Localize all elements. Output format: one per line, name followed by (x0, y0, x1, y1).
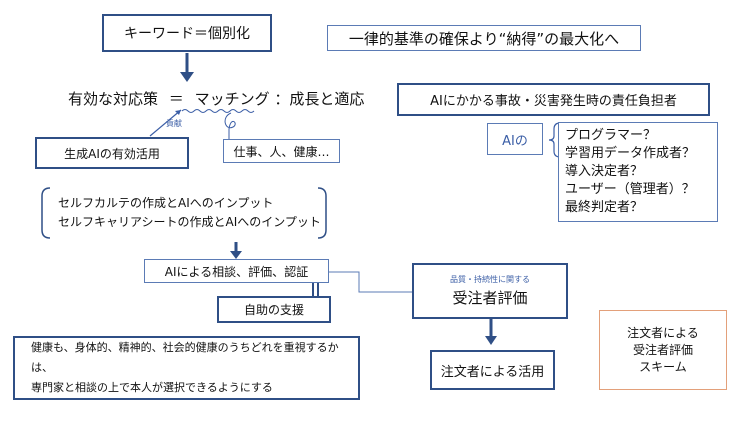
health-note-box: 健康も、身体的、精神的、社会的健康のうちどれを重視するかは、 専門家と相談の上で… (13, 336, 360, 400)
ai-use-text: 生成AIの有効活用 (64, 146, 160, 161)
countermeasure-term: マッチング (194, 90, 270, 108)
candidates-list: プログラマー？ 学習用データ作成者？ 導入決定者？ ユーザー（管理者）？ 最終判… (565, 127, 695, 217)
ai-brace (548, 122, 561, 158)
keyword-text: キーワード＝個別化 (124, 26, 250, 42)
candidate-item: 学習用データ作成者？ (565, 146, 696, 161)
countermeasure-equals: ＝ (168, 90, 184, 108)
health-note-line2-emph: 本人が選択 (130, 381, 185, 394)
health-note-line2-pre: 専門家と相談の上で (31, 381, 130, 394)
contribution-arrow (149, 109, 182, 137)
inputs-arrow-head (230, 251, 242, 259)
candidates-box: プログラマー？ 学習用データ作成者？ 導入決定者？ ユーザー（管理者）？ 最終判… (558, 122, 718, 222)
scheme-box: 注文者による 受注者評価 スキーム (599, 310, 727, 390)
scheme-line: スキーム (639, 359, 687, 374)
responsibility-box: AIにかかる事故・災害発生時の責任負担者 (397, 83, 710, 116)
ai-label-box: AIの (487, 123, 543, 155)
candidate-item: 最終判定者？ (565, 200, 644, 215)
targets-text: 仕事、人、健康… (233, 144, 330, 159)
countermeasure-label: 有効な対応策 (68, 90, 159, 108)
consult-box: AIによる相談、評価、認証 (144, 259, 329, 283)
orderer-use-box: 注文者による活用 (430, 350, 555, 390)
health-note-line2: 専門家と相談の上で本人が選択できるようにする (31, 378, 358, 398)
keyword-box: キーワード＝個別化 (102, 14, 272, 52)
ai-label-text: AIの (502, 133, 528, 149)
contractor-eval-box: 品質・持続性に関する 受注者評価 (412, 263, 568, 319)
self-support-text: 自助の支援 (243, 303, 304, 317)
headline-box: 一律的基準の確保より“納得”の最大化へ (327, 25, 641, 51)
scheme-line: 注文者による (627, 325, 699, 340)
contractor-eval-label: 受注者評価 (452, 289, 528, 307)
candidate-item: 導入決定者？ (565, 164, 644, 179)
headline-text: 一律的基準の確保より“納得”の最大化へ (348, 29, 620, 48)
candidate-item: ユーザー（管理者）？ (565, 182, 695, 197)
consult-emph: 認証 (284, 264, 309, 279)
eval-arrow-head (485, 336, 497, 345)
health-note-line2-post: できるようにする (185, 381, 273, 394)
contractor-eval-small: 品質・持続性に関する (450, 275, 530, 284)
consult-prefix: AIによる相談、評価、 (164, 264, 285, 279)
input-bracket-left (41, 187, 51, 239)
inputs-block: セルフカルテの作成とAIへのインプット セルフキャリアシートの作成とAIへのイン… (58, 194, 321, 232)
consult-eval-connector (329, 271, 412, 293)
contribution-arrow-head (175, 110, 181, 115)
input-item-2: セルフキャリアシートの作成とAIへのインプット (58, 215, 321, 229)
down-arrow-head (180, 72, 194, 82)
countermeasure-line: 有効な対応策 ＝ マッチング ：成長と適応 (68, 88, 364, 109)
scheme-line: 受注者評価 (632, 342, 693, 357)
curl-connector (224, 112, 236, 139)
ai-use-box: 生成AIの有効活用 (35, 137, 189, 169)
health-note-text: 健康も、身体的、精神的、社会的健康のうちどれを重視するかは、 専門家と相談の上で… (31, 338, 358, 398)
input-item-1: セルフカルテの作成とAIへのインプット (58, 196, 274, 210)
self-support-box: 自助の支援 (217, 296, 331, 323)
responsibility-title: AIにかかる事故・災害発生時の責任負担者 (430, 94, 677, 109)
targets-box: 仕事、人、健康… (223, 139, 340, 163)
candidate-item: プログラマー？ (565, 128, 657, 143)
countermeasure-rest: ：成長と適応 (274, 90, 365, 108)
wavy-underline (181, 109, 255, 113)
health-note-line1: 健康も、身体的、精神的、社会的健康のうちどれを重視するかは、 (31, 341, 339, 374)
orderer-use-text: 注文者による活用 (440, 364, 545, 380)
contribution-label: 貢献 (166, 119, 182, 128)
input-bracket-right (317, 187, 327, 239)
